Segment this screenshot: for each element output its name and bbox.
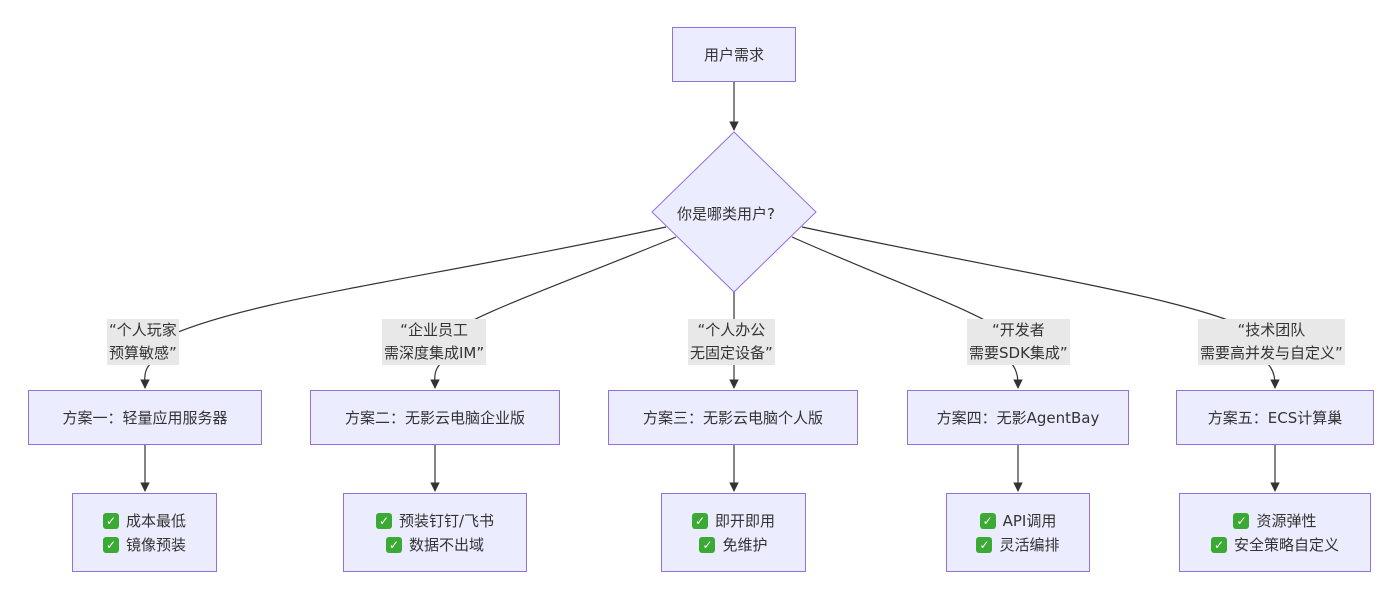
- check-mark-button-icon: ✓: [385, 536, 402, 553]
- benefit-text: 成本最低: [125, 511, 186, 530]
- benefit-text: 镜像预装: [125, 535, 186, 554]
- benefit-text: 免维护: [722, 535, 768, 554]
- solution-label: 方案三：无影云电脑个人版: [642, 409, 823, 427]
- root-node-label: 用户需求: [703, 46, 764, 64]
- condition-line: “技术团队: [1237, 321, 1306, 339]
- condition-label-3: “个人办公 无固定设备”: [688, 319, 775, 365]
- benefit-text: API调用: [1002, 511, 1057, 530]
- condition-line: “企业员工: [400, 321, 468, 339]
- check-mark-button-icon: ✓: [691, 512, 708, 529]
- benefit-text: 预装钉钉/飞书: [398, 511, 495, 530]
- solution-node-5: 方案五：ECS计算巢: [1176, 390, 1374, 445]
- condition-label-5: “技术团队 需要高并发与自定义”: [1198, 319, 1345, 365]
- edge-label-solution-1: [140, 363, 151, 389]
- solution-label: 方案五：ECS计算巢: [1207, 409, 1343, 427]
- edge-label-solution-2: [430, 363, 441, 389]
- benefit-text: 资源弹性: [1256, 511, 1317, 530]
- condition-line: 预算敏感”: [109, 344, 177, 362]
- benefits-node-1: ✓ 成本最低 ✓ 镜像预装: [72, 493, 217, 572]
- benefit-text: 灵活编排: [999, 535, 1060, 554]
- edge-label-solution-4: [1011, 363, 1023, 389]
- benefits-node-5: ✓ 资源弹性 ✓ 安全策略自定义: [1179, 493, 1371, 572]
- condition-label-1: “个人玩家 预算敏感”: [107, 319, 179, 365]
- condition-line: “开发者: [991, 321, 1045, 339]
- condition-line: 需要SDK集成”: [969, 344, 1068, 362]
- edge-decision-branch-1: [159, 226, 667, 341]
- solution-label: 方案二：无影云电脑企业版: [344, 409, 525, 427]
- benefit-text: 安全策略自定义: [1233, 535, 1339, 554]
- condition-line: 需深度集成IM”: [384, 344, 485, 362]
- check-mark-button-icon: ✓: [102, 512, 119, 529]
- solution-node-2: 方案二：无影云电脑企业版: [310, 390, 560, 445]
- edge-label-solution-5: [1267, 363, 1280, 389]
- condition-label-4: “开发者 需要SDK集成”: [967, 319, 1070, 365]
- solution-node-4: 方案四：无影AgentBay: [907, 390, 1129, 445]
- condition-line: “个人办公: [697, 321, 766, 339]
- condition-line: 无固定设备”: [690, 344, 773, 362]
- check-mark-button-icon: ✓: [699, 536, 716, 553]
- decision-label: 你是哪类用户?: [677, 205, 775, 223]
- benefits-node-2: ✓ 预装钉钉/飞书 ✓ 数据不出域: [343, 493, 527, 572]
- check-mark-button-icon: ✓: [976, 536, 993, 553]
- condition-line: 需要高并发与自定义”: [1200, 344, 1343, 362]
- benefits-node-3: ✓ 即开即用 ✓ 免维护: [661, 493, 806, 572]
- condition-label-2: “企业员工 需深度集成IM”: [382, 319, 487, 365]
- check-mark-button-icon: ✓: [1233, 512, 1250, 529]
- solution-node-3: 方案三：无影云电脑个人版: [608, 390, 858, 445]
- benefit-text: 即开即用: [714, 511, 775, 530]
- solution-node-1: 方案一：轻量应用服务器: [28, 390, 262, 445]
- check-mark-button-icon: ✓: [375, 512, 392, 529]
- check-mark-button-icon: ✓: [102, 536, 119, 553]
- benefits-node-4: ✓API调用 ✓灵活编排: [946, 493, 1090, 572]
- condition-line: “个人玩家: [109, 321, 177, 339]
- solution-label: 方案一：轻量应用服务器: [62, 409, 228, 427]
- root-node: 用户需求: [672, 27, 796, 82]
- check-mark-button-icon: ✓: [979, 512, 996, 529]
- solution-label: 方案四：无影AgentBay: [936, 409, 1100, 427]
- benefit-text: 数据不出域: [408, 535, 484, 554]
- check-mark-button-icon: ✓: [1210, 536, 1227, 553]
